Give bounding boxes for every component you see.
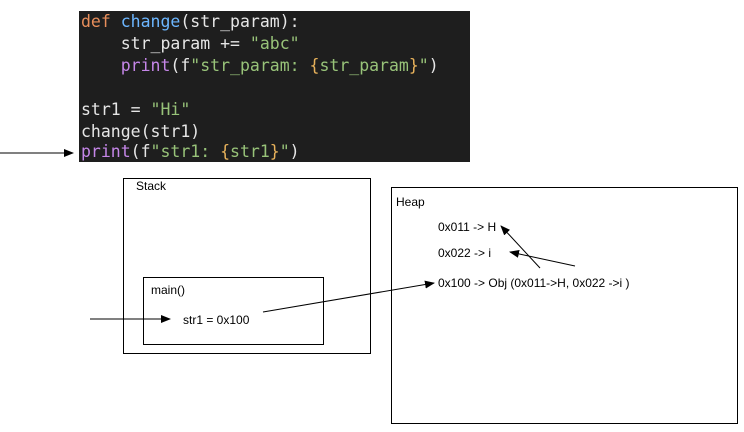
str1-to-obj-arrow (262, 280, 435, 313)
function-name: change (120, 12, 181, 31)
heap-title: Heap (396, 195, 425, 209)
builtin-print: print (81, 142, 131, 161)
heap-box (391, 187, 738, 424)
keyword-def: def (81, 12, 111, 31)
brace-open: { (220, 142, 231, 161)
obj-to-i-arrow (509, 249, 576, 267)
brace-close: } (408, 56, 419, 75)
string-literal: " (279, 142, 290, 161)
code-text: change(str1) (81, 122, 201, 141)
string-literal: "abc" (249, 34, 300, 53)
brace-close: } (269, 142, 280, 161)
code-text: ) (289, 142, 300, 161)
code-text: (f (170, 56, 191, 75)
brace-open: { (309, 56, 320, 75)
string-literal: "Hi" (150, 100, 191, 119)
main-frame-box (143, 277, 324, 345)
main-frame-title: main() (151, 283, 186, 297)
string-literal: " (418, 56, 429, 75)
code-line-7: print(f"str1: {str1}") (81, 141, 300, 163)
heap-entry-obj: 0x100 -> Obj (0x011->H, 0x022 ->i ) (438, 276, 630, 290)
code-line-2: str_param += "abc" (81, 33, 300, 55)
stack-box (123, 178, 371, 354)
fstring-var: str1 (230, 142, 270, 161)
string-literal: "str1: (150, 142, 221, 161)
string-literal: "str_param: (190, 56, 310, 75)
code-text: ) (428, 56, 439, 75)
code-text: str1 = (81, 100, 151, 119)
code-text: (f (130, 142, 151, 161)
code-line-6: change(str1) (81, 121, 200, 143)
heap-entry-i: 0x022 -> i (438, 246, 492, 260)
heap-entry-h: 0x011 -> H (438, 220, 497, 234)
code-text: str_param += (81, 34, 250, 53)
obj-to-h-arrow (500, 225, 541, 269)
code-line-3: print(f"str_param: {str_param}") (81, 55, 439, 77)
stack-title: Stack (136, 179, 167, 193)
stack-variable-str1: str1 = 0x100 (183, 313, 250, 327)
builtin-print: print (120, 56, 171, 75)
code-editor: def change(str_param): str_param += "abc… (79, 11, 470, 162)
code-line-5: str1 = "Hi" (81, 99, 190, 121)
fstring-var: str_param (319, 56, 409, 75)
code-params: (str_param): (180, 12, 300, 31)
code-line-1: def change(str_param): (81, 11, 300, 33)
